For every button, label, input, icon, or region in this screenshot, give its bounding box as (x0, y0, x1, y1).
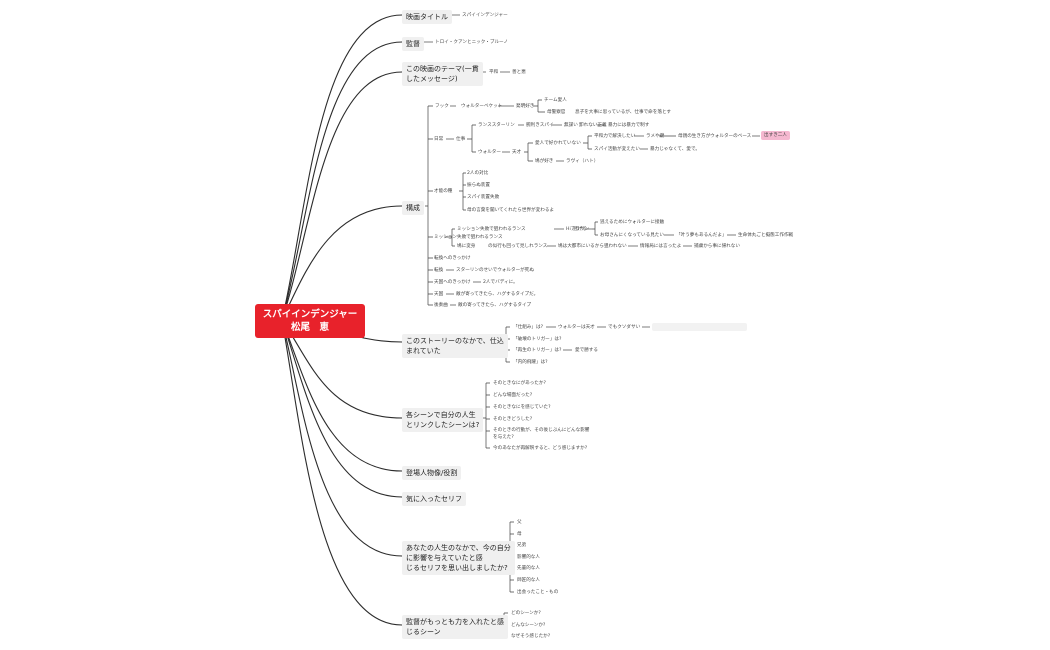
branch-director-effort[interactable]: 監督がもっとも力を入れたと感 じるシーン (402, 615, 508, 639)
setup-question[interactable]: 「仕組み」は? (513, 325, 544, 330)
structure-daily[interactable]: 日常 (434, 137, 444, 142)
peak-node[interactable]: 天国 (434, 292, 444, 297)
but-bad-node[interactable]: でもクソダサい (608, 325, 641, 330)
wish-node[interactable]: お母さんにくなっている見たい (600, 233, 664, 238)
theme-good-evil[interactable]: 善と悪 (512, 70, 526, 75)
central-topic[interactable]: スパイインデンジャー 松尾 恵 (255, 304, 365, 338)
hi-approach-node[interactable]: Hiアラサン (566, 227, 590, 232)
undercover-node[interactable]: の似行も回って見しれランス (488, 244, 548, 249)
chased-node[interactable]: 鳩は大都市にいるから狙われない (558, 244, 627, 249)
structure-hook[interactable]: フック (435, 104, 449, 109)
bird-node[interactable]: 鳩が好き (535, 159, 554, 164)
resolution-node[interactable]: 後奏曲 (434, 303, 448, 308)
story-empty-node[interactable] (652, 323, 747, 331)
branch-favorite-lines[interactable]: 気に入ったセリフ (402, 492, 466, 506)
fall-node[interactable]: 振らぬ装置 (467, 183, 490, 188)
structure-talent[interactable]: 才能の種 (434, 189, 453, 194)
influence-father[interactable]: 父 (517, 520, 522, 525)
director-detail[interactable]: トロイ・クアンとニック・ブルーノ (435, 40, 508, 45)
effort-what-scene[interactable]: どんなシーンか? (511, 623, 546, 628)
walter-beckett-node[interactable]: ウォルターベケット (461, 104, 503, 109)
branch-director[interactable]: 監督 (402, 37, 424, 51)
unbreakable-node[interactable]: 卸れない正義 (579, 123, 607, 128)
scene-question-6[interactable]: 今のあなたが再解釈すると、どう感じますか? (493, 446, 588, 451)
life-transform-node[interactable]: 生命体丸ごと擬態工作作戦 (738, 233, 794, 238)
effort-which-scene[interactable]: どのシーンか? (511, 611, 541, 616)
transform-node[interactable]: 鳩に変身 (457, 244, 476, 249)
mother-way-node[interactable]: 母親の生き方がウォルターのベース (678, 134, 752, 139)
branch-movie-title[interactable]: 映画タイトル (402, 10, 452, 24)
love-wins-node[interactable]: 愛で勝する (575, 348, 598, 353)
influence-senior[interactable]: 先輩的な人 (517, 566, 540, 571)
walter-node[interactable]: ウォルター (478, 150, 501, 155)
peak-detail-node[interactable]: 敵が寄ってきたら、ハグするタイプだ。 (456, 292, 539, 297)
loved-node[interactable]: 愛人で好かれていない (535, 141, 581, 146)
effort-why-felt[interactable]: なぜそう感じたか? (511, 634, 551, 639)
theme-peace[interactable]: 平和 (489, 70, 499, 75)
peak-trigger-node[interactable]: 天国へのきっかけ (434, 280, 471, 285)
break-trigger-question[interactable]: 「破壊のトリガー」は? (513, 337, 562, 342)
spy-gadget-node[interactable]: ミッション失敗で狙われるランス (434, 235, 503, 240)
spy-fail-node[interactable]: スパイ装置失敗 (467, 195, 500, 200)
opposite-node[interactable]: 2人の対比 (467, 171, 489, 176)
mother-words-node[interactable]: 母の言葉を聞いてくれたら世界が変わるよ (467, 208, 555, 213)
lance-node[interactable]: ランススターリン (478, 123, 515, 128)
to-save-node[interactable]: 逃えるためにウォルターに接触 (600, 220, 665, 225)
scene-question-4[interactable]: そのときどうした? (493, 417, 533, 422)
glitter-node[interactable]: ラメや鍵 (646, 134, 665, 139)
influence-mentor[interactable]: 師匠的な人 (517, 578, 540, 583)
scene-question-2[interactable]: どんな場面だった? (493, 393, 533, 398)
work-node[interactable]: 仕事 (456, 137, 466, 142)
branch-theme[interactable]: この映画のテーマ(一貫 したメッセージ) (402, 62, 483, 86)
mother-detail-node[interactable]: 息子を大事に思っているが、仕事で命を落とす (575, 110, 672, 115)
mission-fail-node[interactable]: ミッション失敗で狙われるランス (457, 227, 526, 232)
walter-genius-node[interactable]: ウォルターは天才 (558, 325, 595, 330)
branch-structure[interactable]: 構成 (402, 201, 424, 215)
scene-question-1[interactable]: そのときなにがあったか? (493, 381, 546, 386)
branch-scenes-linked[interactable]: 各シーンで自分の人生 とリンクしたシーンは? (402, 408, 484, 432)
resolution-detail-node[interactable]: 敵の寄ってきたら、ハグするタイプ (458, 303, 532, 308)
trust-node[interactable]: 捕虜から事に帰れない (694, 244, 740, 249)
team-lover-node[interactable]: チーム愛人 (544, 98, 567, 103)
genius-node[interactable]: 天才 (512, 150, 522, 155)
invent-love-node[interactable]: 発明好き (516, 104, 535, 109)
not-violence-node[interactable]: 暴力じゃなくて、愛で。 (650, 147, 700, 152)
branch-story-setup[interactable]: このストーリーのなかで、仕込 まれていた (402, 334, 508, 358)
influence-sibling[interactable]: 兄弟 (517, 543, 527, 548)
spy-tech-node[interactable]: スパイ活動が変えたい (594, 147, 640, 152)
lovey-node[interactable]: ラヴィ（ハト） (566, 159, 599, 164)
dream-node[interactable]: 「叶う夢もあるんだよ」 (676, 233, 727, 238)
mother-cop-node[interactable]: 母警察官 (547, 110, 566, 115)
violence-node[interactable]: 暴力には暴力で制す (608, 123, 650, 128)
both-goods-tag[interactable]: 出すき二人 (761, 131, 790, 140)
flee-node[interactable]: 逃げる (573, 227, 587, 232)
scene-question-3[interactable]: そのときなにを感じていた? (493, 405, 551, 410)
incompetent-node[interactable]: 無謀い (564, 123, 578, 128)
turn-node[interactable]: 転換 (434, 268, 444, 273)
turn-trigger-node[interactable]: 転換へのきっかけ (434, 256, 471, 261)
branch-influential-lines[interactable]: あなたの人生のなかで、今の自分 に影響を与えていたと感 じるセリフを思い出しまし… (402, 541, 515, 575)
scene-question-5[interactable]: そのときの行動が、その後じぶんにどんな影響 を与えた? (493, 428, 590, 440)
peak-trigger-detail-node[interactable]: 2人でバディに。 (483, 280, 518, 285)
influence-impactful[interactable]: 影響的な人 (517, 555, 540, 560)
info-collect-node[interactable]: 情報局には言ったよ (640, 244, 682, 249)
regen-trigger-question[interactable]: 「再生のトリガー」は? (513, 348, 562, 353)
title-detail[interactable]: スパイインデンジャー (462, 13, 508, 18)
influence-encounter[interactable]: 出会ったこと・もの (517, 590, 559, 595)
peace-solve-node[interactable]: 平和力で解決したい (594, 134, 636, 139)
influence-mother[interactable]: 母 (517, 532, 522, 537)
turn-detail-node[interactable]: スターリンのせいでウォルターが死ぬ (456, 268, 534, 273)
branch-characters[interactable]: 登場人物像/役割 (402, 466, 462, 480)
superspy-node[interactable]: 腕利きスパイ (526, 123, 554, 128)
inner-growth-question[interactable]: 「内的飛躍」は? (513, 360, 548, 365)
